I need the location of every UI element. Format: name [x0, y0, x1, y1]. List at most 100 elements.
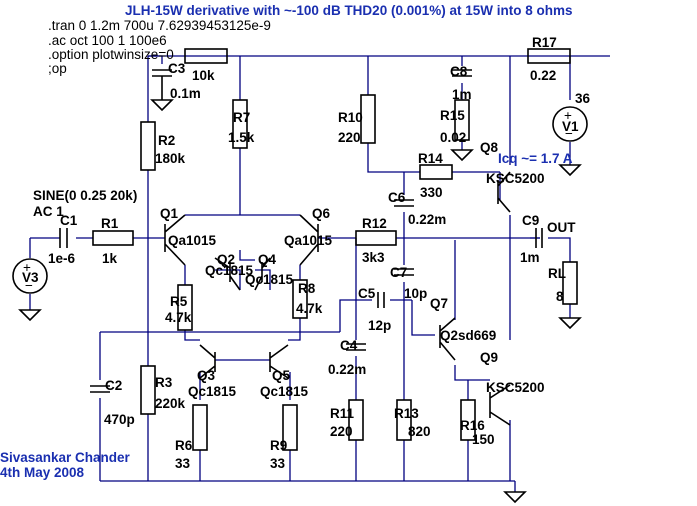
ref-C3: C3: [168, 61, 186, 76]
ground-icon: [450, 149, 474, 162]
value-C4: 0.22m: [328, 362, 366, 377]
directive-4: ;op: [48, 61, 67, 76]
ref-R10: R10: [338, 110, 363, 125]
ref-V3: V3: [22, 270, 39, 285]
capacitor-C9: [535, 228, 543, 248]
transistor-Q4: [254, 257, 271, 291]
resistor-R7: [232, 99, 248, 149]
value-Q9: KSC5200: [486, 380, 545, 395]
transistor-Q6: [299, 214, 319, 266]
ref-Q3: Q3: [197, 368, 216, 383]
ground-icon: [558, 164, 582, 177]
ref-R17: R17: [532, 35, 557, 50]
ref-R3: R3: [155, 375, 173, 390]
resistor-RL: [562, 261, 578, 305]
transistor-Q1: [164, 214, 186, 266]
v1-plus-icon: +: [564, 108, 572, 123]
transistor-Q8: [497, 171, 511, 213]
ref-R16: R16: [460, 418, 485, 433]
resistor-R11: [348, 399, 364, 441]
ref-R15: R15: [440, 108, 465, 123]
transistor-Q5: [269, 344, 289, 379]
value-R2: 180k: [155, 151, 186, 166]
ref-R14: R14: [418, 151, 443, 166]
ref-Q5: Q5: [272, 368, 291, 383]
value-C9: 1m: [520, 250, 540, 265]
directive-2: .ac oct 100 1 100e6: [48, 33, 167, 48]
ref-R1: R1: [101, 216, 119, 231]
resistor-R6: [192, 404, 208, 451]
value-C8: 1m: [452, 87, 472, 102]
ref-Q2: Q2: [217, 252, 235, 267]
value-C5: 12p: [368, 318, 391, 333]
resistor-R16: [460, 399, 476, 441]
value-R11: 220: [330, 424, 353, 439]
capacitor-C2: [90, 385, 110, 393]
ref-C8: C8: [450, 64, 468, 79]
value-Q5: Qc1815: [260, 384, 309, 399]
value-R12: 3k3: [362, 250, 385, 265]
value-R16: 150: [472, 432, 495, 447]
ref-C7: C7: [390, 265, 407, 280]
source-V1: [552, 106, 588, 142]
ref-Q1: Q1: [160, 206, 179, 221]
resistor-R17: [527, 48, 571, 64]
value-R17: 0.22: [530, 68, 556, 83]
value-R6: 33: [175, 456, 191, 471]
value-V1: 36: [575, 91, 591, 106]
resistor-R9: [282, 404, 298, 451]
ref-V1: V1: [562, 119, 579, 134]
value-C2: 470p: [104, 412, 135, 427]
ground-icon: [503, 491, 527, 504]
source-V3: [12, 258, 48, 294]
value-R8: 4.7k: [296, 301, 323, 316]
iq-note: Icq ~= 1.7 A: [498, 151, 573, 166]
ref-R6: R6: [175, 438, 193, 453]
value-R14: 330: [420, 185, 443, 200]
ref-Q7: Q7: [430, 296, 448, 311]
resistor-R13: [396, 399, 412, 441]
capacitor-C8: [452, 69, 472, 77]
directive-1: .tran 0 1.2m 700u 7.62939453125e-9: [48, 18, 271, 33]
source-label: SINE(0 0.25 20k): [33, 188, 137, 203]
transistor-Q2: [214, 257, 241, 291]
value-Q4: Qc1815: [245, 272, 294, 287]
ref-Q6: Q6: [312, 206, 331, 221]
ground-icon: [558, 317, 582, 330]
value-R7: 1.5k: [228, 130, 255, 145]
resistor-R3: [140, 365, 156, 415]
transistor-Q7: [439, 317, 456, 361]
value-R3: 220k: [155, 396, 186, 411]
out-label: OUT: [547, 220, 576, 235]
resistor-R14: [419, 164, 453, 180]
resistor-R8: [292, 279, 308, 319]
value-C3: 0.1m: [170, 86, 201, 101]
value-R10: 220: [338, 130, 361, 145]
ref-Q4: Q4: [258, 252, 277, 267]
ref-Q8: Q8: [480, 140, 499, 155]
resistor-R5: [177, 284, 193, 331]
ref-R12: R12: [362, 216, 387, 231]
ref-C9: C9: [522, 213, 539, 228]
resistor-R10: [360, 94, 376, 144]
ground-icon: [150, 99, 174, 112]
value-R5: 4.7k: [165, 310, 192, 325]
resistor-R12: [355, 230, 397, 246]
value-Q1: Qa1015: [168, 233, 217, 248]
date-label: 4th May 2008: [0, 465, 85, 480]
value-C7: 10p: [404, 286, 427, 301]
ref-R2: R2: [158, 133, 175, 148]
capacitor-C7: [394, 268, 414, 276]
ref-C1: C1: [60, 213, 78, 228]
resistor-R1: [92, 230, 134, 246]
value-Q6: Qa1015: [284, 233, 333, 248]
value-Q3: Qc1815: [188, 384, 237, 399]
directive-3: .option plotwinsize=0: [48, 47, 174, 62]
value-R9: 33: [270, 456, 286, 471]
ref-C5: C5: [358, 286, 376, 301]
v1-minus-icon: −: [565, 126, 573, 141]
author-label: Sivasankar Chander: [0, 450, 131, 465]
resistor-R2: [140, 121, 156, 171]
ref-RL: RL: [548, 266, 566, 281]
ref-C6: C6: [388, 190, 406, 205]
